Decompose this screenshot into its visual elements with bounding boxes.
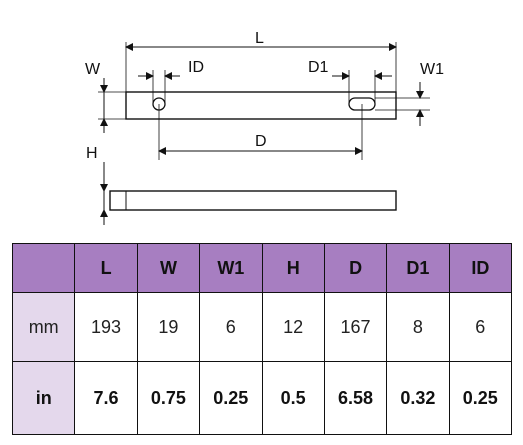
bar-top-outline (125, 91, 397, 120)
label-W1: W1 (420, 61, 444, 78)
label-W: W (85, 61, 101, 78)
bar-side-outline (109, 190, 397, 211)
column-header-W1: W1 (199, 243, 263, 293)
cell-mm-ID: 6 (448, 292, 513, 362)
row-unit-mm: mm (11, 292, 76, 362)
label-D1: D1 (308, 59, 329, 76)
column-header-H: H (261, 243, 325, 293)
label-ID: ID (188, 59, 204, 76)
cell-in-L: 7.6 (74, 361, 138, 435)
cell-mm-W: 19 (136, 292, 201, 362)
table-header-row: L W W1 H D D1 ID (11, 243, 513, 293)
cell-in-W1: 0.25 (199, 361, 263, 435)
label-D: D (255, 133, 267, 150)
cell-in-H: 0.5 (261, 361, 325, 435)
table-row-in: in 7.6 0.75 0.25 0.5 6.58 0.32 0.25 (11, 361, 513, 435)
cell-mm-D: 167 (323, 292, 388, 362)
cell-in-D1: 0.32 (386, 361, 450, 435)
dimensions-table: L W W1 H D D1 ID mm 193 19 6 12 167 8 6 … (11, 243, 513, 435)
side-view (100, 162, 397, 225)
cell-in-D: 6.58 (323, 361, 388, 435)
label-H: H (86, 145, 98, 162)
cell-mm-H: 12 (261, 292, 325, 362)
header-corner-cell (11, 243, 76, 293)
column-header-L: L (74, 243, 138, 293)
top-view (98, 42, 430, 160)
cell-mm-L: 193 (74, 292, 138, 362)
cell-in-ID: 0.25 (448, 361, 513, 435)
label-L: L (255, 30, 264, 47)
row-unit-in: in (11, 361, 76, 435)
technical-drawing: L W ID D1 W1 D H (85, 30, 444, 225)
cell-mm-D1: 8 (386, 292, 450, 362)
column-header-ID: ID (448, 243, 513, 293)
column-header-W: W (136, 243, 201, 293)
column-header-D: D (323, 243, 388, 293)
column-header-D1: D1 (386, 243, 450, 293)
cell-mm-W1: 6 (199, 292, 263, 362)
table-row-mm: mm 193 19 6 12 167 8 6 (11, 292, 513, 362)
cell-in-W: 0.75 (136, 361, 201, 435)
